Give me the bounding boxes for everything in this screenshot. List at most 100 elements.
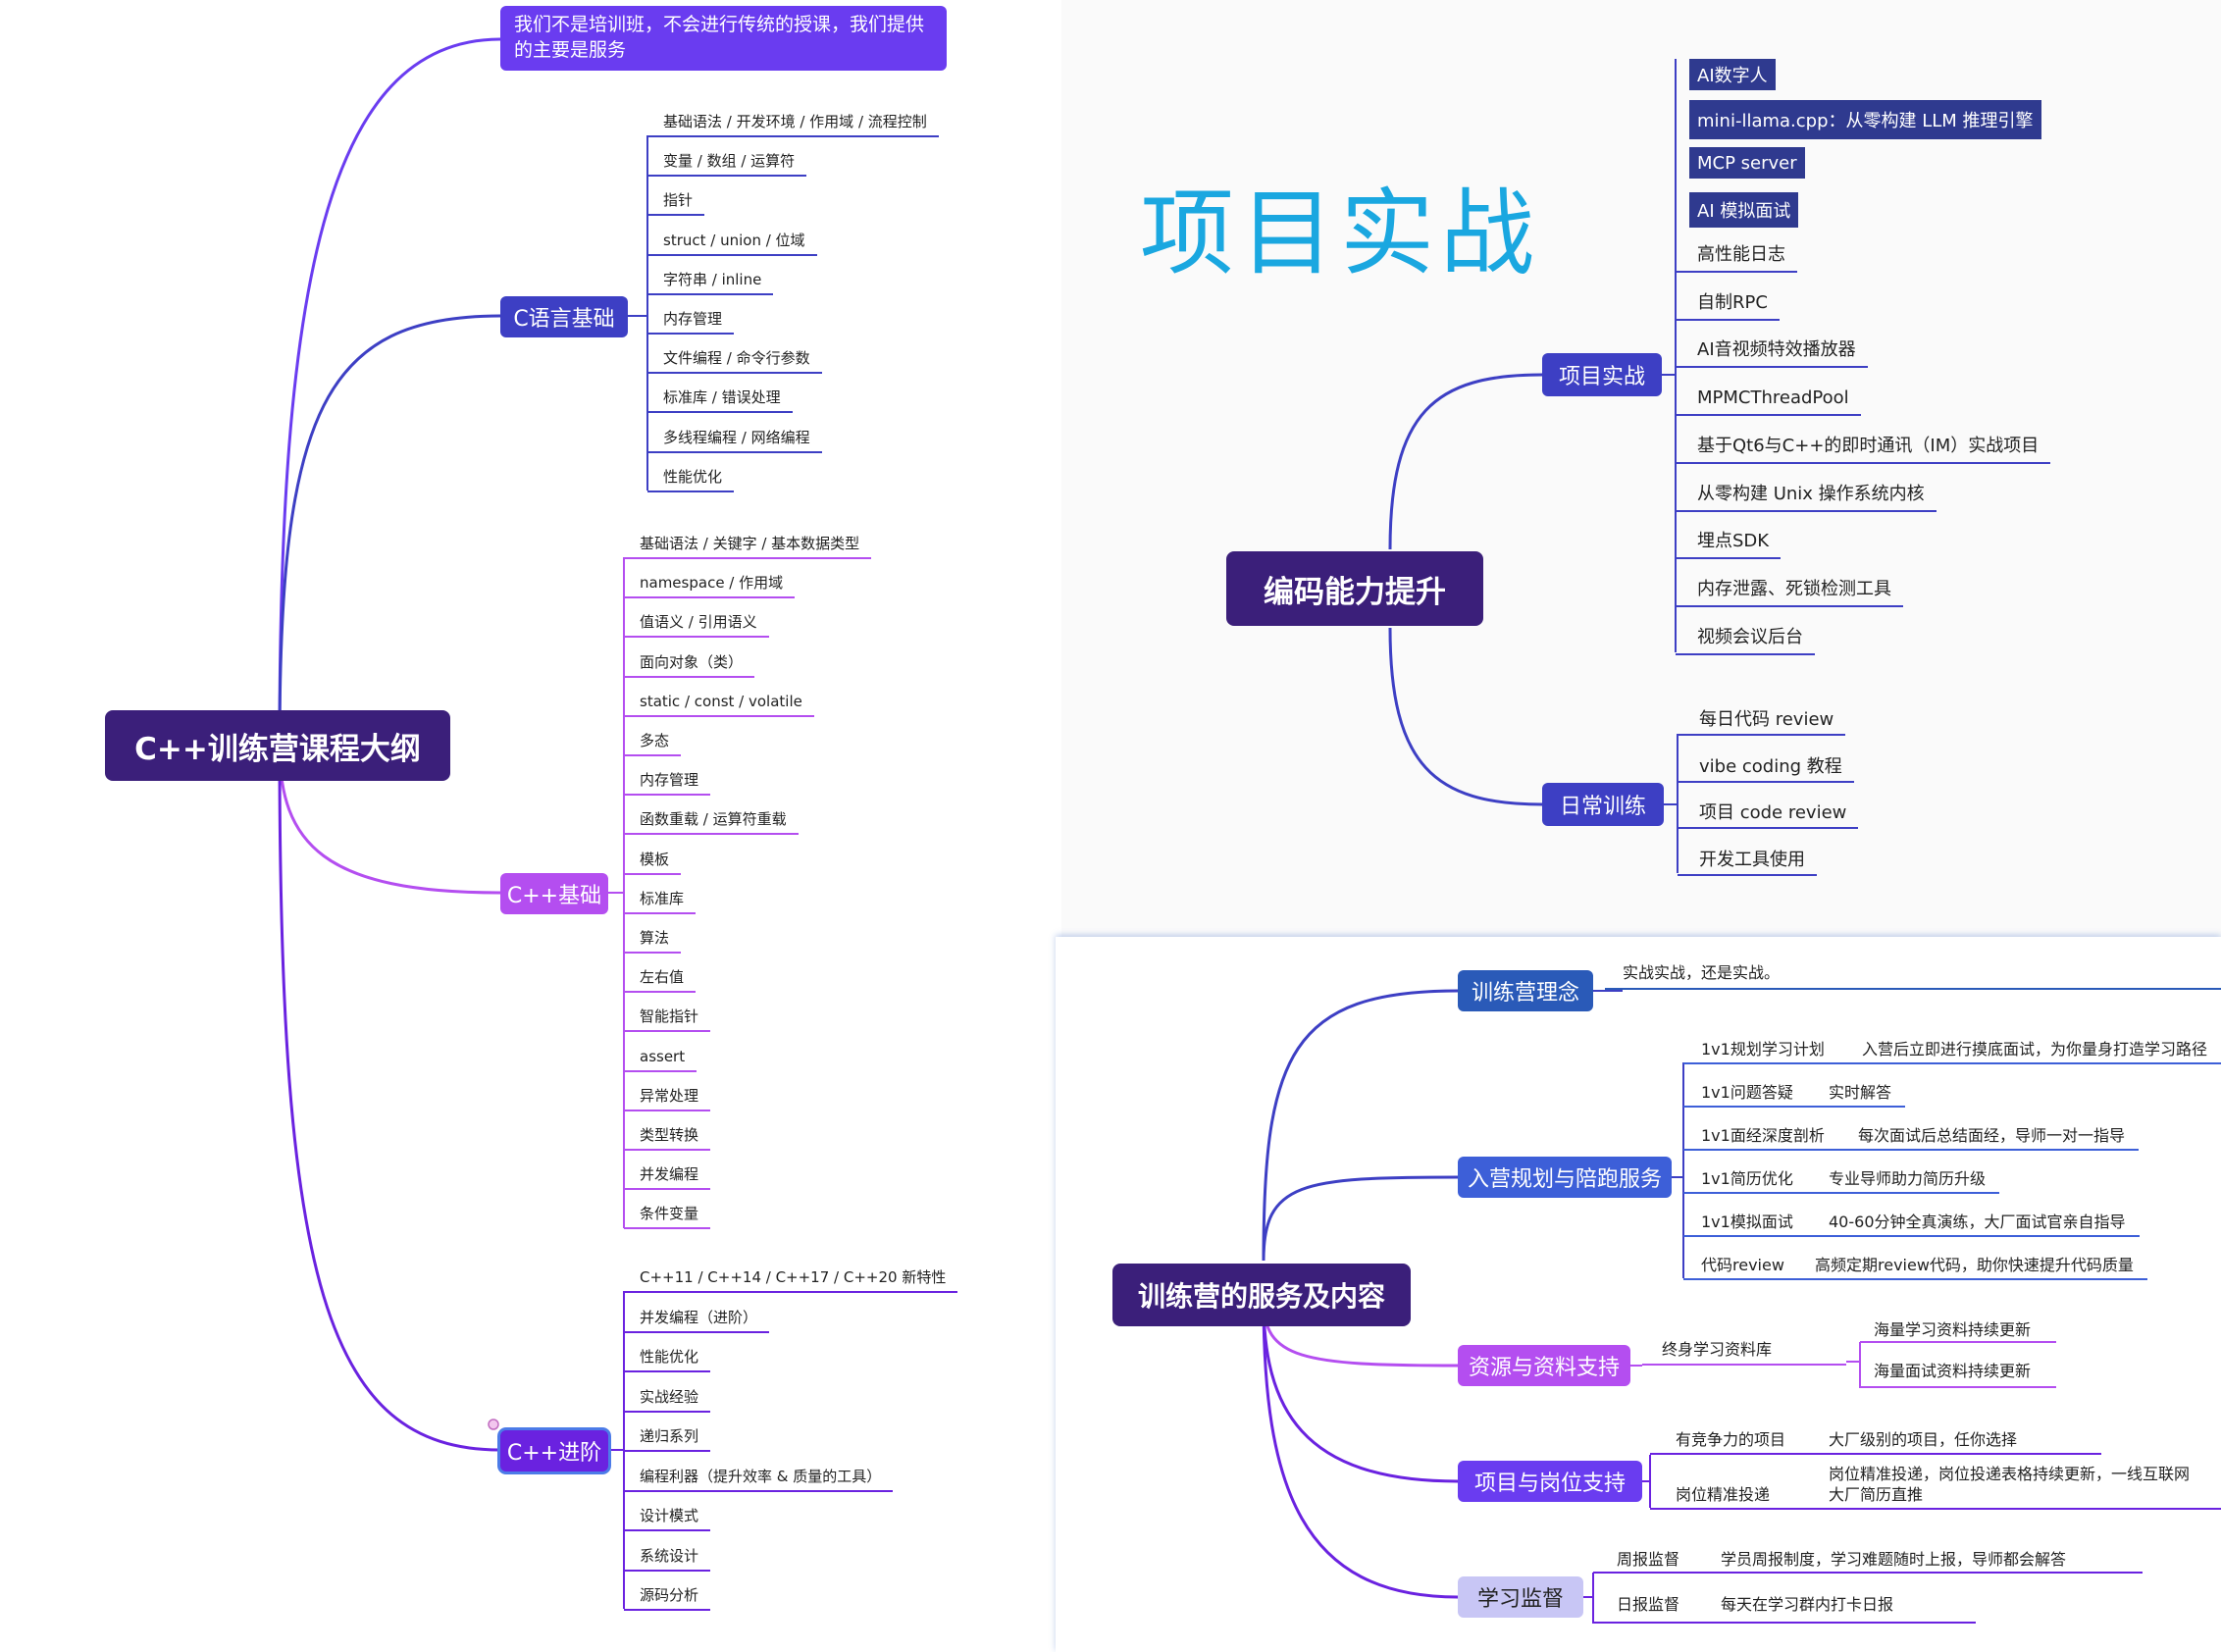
cpp-adv-item-3[interactable]: 性能优化: [640, 1348, 699, 1366]
cpp-basic-item-18[interactable]: 条件变量: [640, 1205, 699, 1223]
root-node-services[interactable]: 训练营的服务及内容: [1112, 1264, 1411, 1326]
concept-text: 实战实战，还是实战。: [1623, 963, 1781, 982]
branch-cpp-basic[interactable]: C++基础: [500, 873, 608, 914]
cpp-basic-item-5[interactable]: static / const / volatile: [640, 692, 802, 710]
daily-item-1[interactable]: 每日代码 review: [1699, 709, 1834, 730]
resources-key: 终身学习资料库: [1662, 1340, 1773, 1359]
project-boxed-item-4[interactable]: AI 模拟面试: [1689, 192, 1799, 228]
supervise-row-1-value: 学员周报制度，学习难题随时上报，导师都会解答: [1721, 1550, 2067, 1569]
cpp-adv-item-2[interactable]: 并发编程（进阶）: [640, 1308, 758, 1326]
planning-row-5-key: 1v1模拟面试: [1701, 1213, 1793, 1231]
cpp-adv-item-7[interactable]: 设计模式: [640, 1507, 699, 1524]
branch-planning[interactable]: 入营规划与陪跑服务: [1458, 1157, 1672, 1198]
cpp-basic-item-8[interactable]: 函数重载 / 运算符重载: [640, 810, 787, 829]
c-basic-item-9[interactable]: 多线程编程 / 网络编程: [663, 428, 810, 446]
wire-root-c: [278, 314, 501, 747]
cpp-basic-item-13[interactable]: 智能指针: [640, 1007, 699, 1026]
c-basic-item-10[interactable]: 性能优化: [663, 467, 723, 486]
planning-row-2-value: 实时解答: [1829, 1083, 1892, 1102]
daily-item-4[interactable]: 开发工具使用: [1699, 849, 1805, 870]
wire-root-note: [278, 37, 501, 747]
jobs-row-2-key: 岗位精准投递: [1676, 1485, 1771, 1504]
wire-root-jobs: [1262, 1299, 1459, 1483]
daily-item-2[interactable]: vibe coding 教程: [1699, 755, 1842, 777]
jobs-row-1-key: 有竞争力的项目: [1676, 1430, 1786, 1449]
branch-c-basic[interactable]: C语言基础: [500, 296, 628, 337]
c-basic-item-7[interactable]: 文件编程 / 命令行参数: [663, 349, 810, 368]
supervise-row-1-key: 周报监督: [1617, 1550, 1680, 1569]
cpp-basic-item-4[interactable]: 面向对象（类）: [640, 652, 744, 671]
cpp-basic-item-12[interactable]: 左右值: [640, 968, 685, 987]
planning-row-3-value: 每次面试后总结面经，导师一对一指导: [1858, 1126, 2126, 1145]
branch-resources[interactable]: 资源与资料支持: [1458, 1345, 1630, 1386]
wire-root-concept: [1262, 989, 1459, 1262]
cpp-adv-item-6[interactable]: 编程利器（提升效率 & 质量的工具）: [640, 1467, 882, 1485]
c-basic-item-8[interactable]: 标准库 / 错误处理: [663, 388, 781, 407]
cpp-basic-item-6[interactable]: 多态: [640, 732, 670, 749]
cpp-basic-item-7[interactable]: 内存管理: [640, 771, 699, 790]
jobs-row-2-value: 岗位精准投递，岗位投递表格持续更新，一线互联网大厂简历直推: [1829, 1465, 2191, 1504]
cpp-basic-item-1[interactable]: 基础语法 / 关键字 / 基本数据类型: [640, 535, 860, 552]
wire-root-projects: [1388, 373, 1543, 550]
branch-concept[interactable]: 训练营理念: [1458, 970, 1593, 1011]
panel-services: 训练营的服务及内容 训练营理念 实战实战，还是实战。 入营规划与陪跑服务 1v1…: [1056, 937, 2221, 1652]
c-basic-item-2[interactable]: 变量 / 数组 / 运算符: [663, 152, 796, 171]
cpp-basic-item-10[interactable]: 标准库: [640, 889, 685, 907]
root-node-coding[interactable]: 编码能力提升: [1226, 551, 1483, 626]
cpp-basic-item-3[interactable]: 值语义 / 引用语义: [640, 613, 757, 632]
panel-course-outline: C++训练营课程大纲 我们不是培训班，不会进行传统的授课，我们提供的主要是服务 …: [0, 0, 1059, 1652]
cpp-basic-item-2[interactable]: namespace / 作用域: [640, 574, 784, 593]
wire-root-adv: [278, 745, 501, 1452]
branch-cpp-advanced[interactable]: C++进阶: [500, 1430, 608, 1471]
cpp-adv-item-8[interactable]: 系统设计: [640, 1546, 699, 1565]
planning-row-1-value: 入营后立即进行摸底面试，为你量身打造学习路径: [1862, 1040, 2208, 1058]
cpp-basic-item-16[interactable]: 类型转换: [640, 1126, 699, 1144]
branch-daily-training[interactable]: 日常训练: [1542, 783, 1664, 826]
project-item-2[interactable]: 自制RPC: [1697, 291, 1768, 313]
c-basic-item-5[interactable]: 字符串 / inline: [663, 270, 762, 288]
project-boxed-item-3[interactable]: MCP server: [1689, 147, 1805, 179]
project-item-1[interactable]: 高性能日志: [1697, 244, 1785, 265]
project-item-5[interactable]: 基于Qt6与C++的即时通讯（IM）实战项目: [1697, 435, 2040, 456]
planning-row-4-key: 1v1简历优化: [1701, 1169, 1793, 1188]
daily-item-3[interactable]: 项目 code review: [1699, 802, 1847, 823]
project-item-3[interactable]: AI音视频特效播放器: [1697, 339, 1856, 361]
project-boxed-item-1[interactable]: AI数字人: [1689, 59, 1776, 90]
branch-supervise[interactable]: 学习监督: [1458, 1576, 1583, 1618]
planning-row-2-key: 1v1问题答疑: [1701, 1083, 1793, 1102]
planning-row-6-value: 高频定期review代码，助你快速提升代码质量: [1815, 1256, 2134, 1274]
cpp-basic-item-15[interactable]: 异常处理: [640, 1086, 699, 1105]
note-service-statement[interactable]: 我们不是培训班，不会进行传统的授课，我们提供的主要是服务: [500, 6, 947, 71]
cpp-adv-item-1[interactable]: C++11 / C++14 / C++17 / C++20 新特性: [640, 1268, 947, 1286]
cpp-basic-item-9[interactable]: 模板: [640, 850, 670, 868]
planning-row-4-value: 专业导师助力简历升级: [1829, 1169, 1987, 1188]
root-node-course-outline[interactable]: C++训练营课程大纲: [105, 710, 450, 781]
branch-projects[interactable]: 项目实战: [1542, 353, 1662, 396]
left-connector-lines: [278, 37, 648, 1609]
branch-jobs[interactable]: 项目与岗位支持: [1458, 1461, 1642, 1502]
project-item-8[interactable]: 内存泄露、死锁检测工具: [1697, 578, 1891, 599]
panel-title: 项目实战: [1140, 179, 1540, 288]
c-basic-item-3[interactable]: 指针: [663, 191, 694, 210]
c-basic-item-6[interactable]: 内存管理: [663, 310, 723, 328]
project-item-9[interactable]: 视频会议后台: [1697, 626, 1803, 647]
collapse-dot: [488, 1419, 499, 1430]
cpp-adv-item-4[interactable]: 实战经验: [640, 1387, 699, 1406]
cpp-adv-item-5[interactable]: 递归系列: [640, 1427, 699, 1445]
cpp-basic-item-11[interactable]: 算法: [640, 929, 670, 947]
resources-value-2: 海量面试资料持续更新: [1874, 1362, 2032, 1380]
project-boxed-item-2[interactable]: mini-llama.cpp：从零构建 LLM 推理引擎: [1689, 100, 2041, 139]
project-item-7[interactable]: 埋点SDK: [1697, 531, 1770, 552]
wire-root-planning: [1262, 1175, 1459, 1262]
cpp-basic-item-17[interactable]: 并发编程: [640, 1165, 699, 1184]
supervise-row-2-value: 每天在学习群内打卡日报: [1721, 1595, 1894, 1614]
wire-root-supervise: [1262, 1299, 1459, 1599]
c-basic-item-4[interactable]: struct / union / 位域: [663, 231, 805, 249]
cpp-basic-item-14[interactable]: assert: [640, 1047, 686, 1065]
planning-row-1-key: 1v1规划学习计划: [1701, 1040, 1825, 1058]
cpp-adv-item-9[interactable]: 源码分析: [640, 1586, 699, 1604]
project-item-4[interactable]: MPMCThreadPool: [1697, 387, 1849, 409]
jobs-row-1-value: 大厂级别的项目，任你选择: [1829, 1430, 2018, 1449]
project-item-6[interactable]: 从零构建 Unix 操作系统内核: [1697, 483, 1925, 504]
c-basic-item-1[interactable]: 基础语法 / 开发环境 / 作用域 / 流程控制: [663, 113, 927, 130]
